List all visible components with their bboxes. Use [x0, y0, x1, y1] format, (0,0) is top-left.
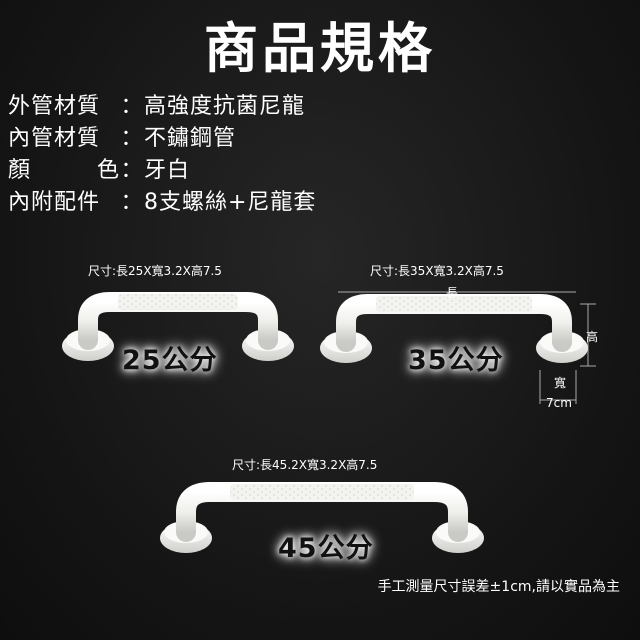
page-title: 商品規格: [204, 17, 436, 80]
spec-label: 內附配件: [8, 190, 101, 215]
dimension-lines: [338, 291, 596, 404]
size-label: 45公分: [278, 533, 374, 564]
size-label: 35公分: [408, 345, 504, 376]
grab-bar-image: [62, 292, 294, 361]
spec-row-color: 顏色 ： 牙白: [8, 152, 608, 184]
spec-value: 高強度抗菌尼龍: [144, 94, 306, 119]
grab-bar-image: [320, 294, 588, 363]
spec-label: 外管材質: [8, 94, 101, 119]
spec-list: 外管材質 ： 高強度抗菌尼龍 內管材質 ： 不鏽鋼管 顏色 ： 牙白 內附配件 …: [8, 88, 608, 216]
product-dimensions: 尺寸:長35X寬3.2X高7.5: [370, 264, 504, 278]
spec-row-inner-material: 內管材質 ： 不鏽鋼管: [8, 120, 608, 152]
spec-label-char: 顏: [8, 158, 32, 183]
length-annotation: 長: [446, 286, 459, 300]
product-dimensions: 尺寸:長25X寬3.2X高7.5: [88, 264, 222, 278]
spec-row-outer-material: 外管材質 ： 高強度抗菌尼龍: [8, 88, 608, 120]
spec-label-char: 色: [96, 158, 120, 183]
height-annotation: 高: [586, 330, 599, 344]
spec-row-accessories: 內附配件 ： 8支螺絲+尼龍套: [8, 184, 608, 216]
product-dimensions: 尺寸:長45.2X寬3.2X高7.5: [232, 458, 378, 472]
grab-bar-image: [160, 482, 484, 553]
spec-colon: ：: [120, 158, 144, 183]
spec-colon: ：: [120, 94, 144, 119]
spec-value: 牙白: [144, 158, 191, 183]
measurement-note: 手工測量尺寸誤差±1cm,請以實品為主: [377, 579, 620, 595]
spec-label: 內管材質: [8, 126, 101, 151]
spec-value: 8支螺絲+尼龍套: [144, 190, 317, 215]
spec-colon: ：: [120, 190, 144, 215]
spec-label: 顏色: [8, 152, 120, 184]
spec-colon: ：: [120, 126, 144, 151]
spec-value: 不鏽鋼管: [144, 126, 237, 151]
size-label: 25公分: [122, 345, 218, 376]
width-value-annotation: 7cm: [546, 396, 572, 410]
width-annotation: 寬: [554, 376, 567, 390]
